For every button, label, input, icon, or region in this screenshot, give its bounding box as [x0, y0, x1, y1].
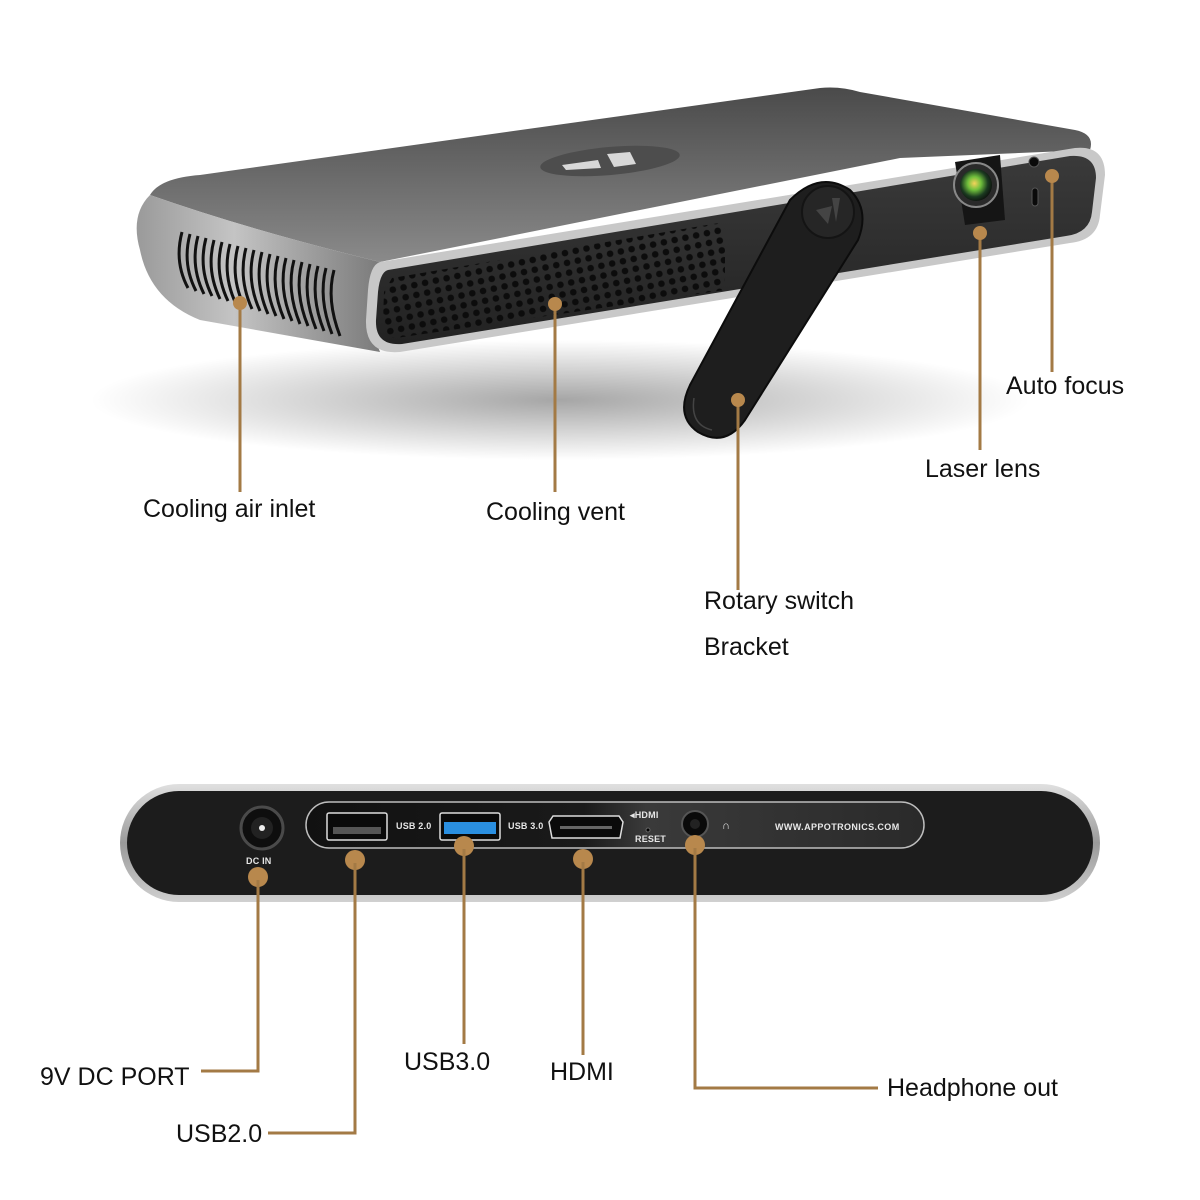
callout-headphone: Headphone out [887, 1074, 1058, 1102]
callout-bracket: Bracket [704, 633, 789, 661]
top-leaders [233, 169, 1059, 590]
air-inlet-slots [177, 231, 342, 337]
callout-cooling-vent: Cooling vent [486, 498, 625, 526]
usb3-port [439, 812, 501, 841]
usb3-text: USB 3.0 [508, 821, 544, 831]
headphone-icon: ∩ [722, 820, 731, 832]
dc-in-text: DC IN [246, 856, 272, 866]
reset-text: RESET [635, 834, 667, 844]
hdmi-port [548, 815, 624, 839]
headphone-jack [681, 810, 709, 838]
callout-hdmi: HDMI [550, 1058, 614, 1086]
bracket [683, 181, 864, 439]
dc-in-port [239, 805, 285, 851]
laser-lens-module [953, 155, 1040, 225]
usb2-text: USB 2.0 [396, 821, 432, 831]
hdmi-text: ◂HDMI [630, 810, 659, 820]
cooling-vent-holes [382, 222, 725, 338]
usb2-port [326, 812, 388, 841]
callout-usb2: USB2.0 [176, 1120, 263, 1148]
callout-laser-lens: Laser lens [925, 455, 1041, 483]
callout-cooling-air-inlet: Cooling air inlet [143, 495, 316, 523]
callout-rotary-switch: Rotary switch [704, 587, 855, 615]
website-text: WWW.APPOTRONICS.COM [775, 822, 900, 832]
projector-top-view [90, 87, 1105, 590]
callout-usb3: USB3.0 [404, 1048, 491, 1076]
callout-auto-focus: Auto focus [1006, 372, 1125, 400]
reset-hole [645, 827, 651, 833]
rear-leaders [201, 835, 878, 1135]
callout-dc-port: 9V DC PORT [40, 1063, 190, 1091]
brand-logo-icon [540, 145, 680, 177]
